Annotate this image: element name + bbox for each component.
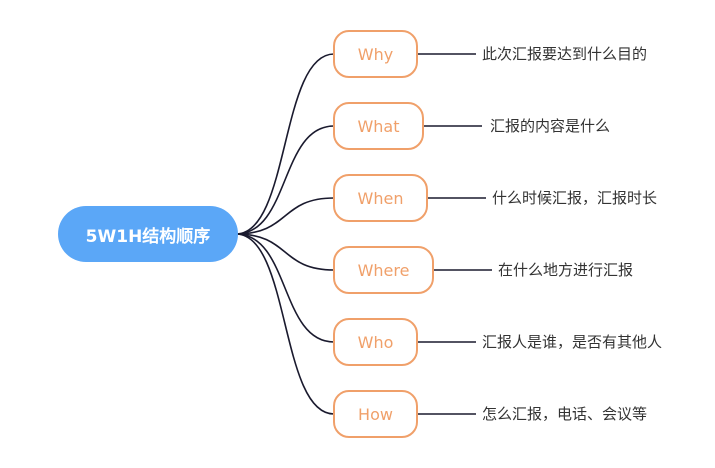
branch-label: Who (357, 332, 394, 352)
root-label: 5W1H结构顺序 (85, 226, 211, 247)
branch-node-where[interactable]: Where (333, 246, 434, 294)
root-node[interactable]: 5W1H结构顺序 (58, 206, 238, 262)
leaf-text-who: 汇报人是谁，是否有其他人 (482, 333, 663, 351)
branch-node-why[interactable]: Why (333, 30, 418, 78)
leaf-text-where: 在什么地方进行汇报 (498, 261, 634, 279)
branch-node-when[interactable]: When (333, 174, 428, 222)
leaf-text-how: 怎么汇报，电话、会议等 (482, 405, 648, 423)
connector-how (235, 233, 335, 415)
branch-label: Why (357, 44, 394, 64)
connector-why (235, 53, 335, 235)
leaf-text-why: 此次汇报要达到什么目的 (482, 45, 648, 63)
branch-node-who[interactable]: Who (333, 318, 418, 366)
connector-where (235, 233, 335, 271)
connector-what (235, 125, 335, 235)
connector-when (235, 197, 335, 235)
branch-label: Where (357, 260, 410, 280)
leaf-text-when: 什么时候汇报，汇报时长 (492, 189, 658, 207)
connector-who (235, 233, 335, 343)
branch-label: When (357, 188, 404, 208)
branch-label: How (358, 404, 393, 424)
branch-node-how[interactable]: How (333, 390, 418, 438)
leaf-text-what: 汇报的内容是什么 (490, 117, 611, 135)
branch-node-what[interactable]: What (333, 102, 424, 150)
branch-label: What (357, 116, 400, 136)
